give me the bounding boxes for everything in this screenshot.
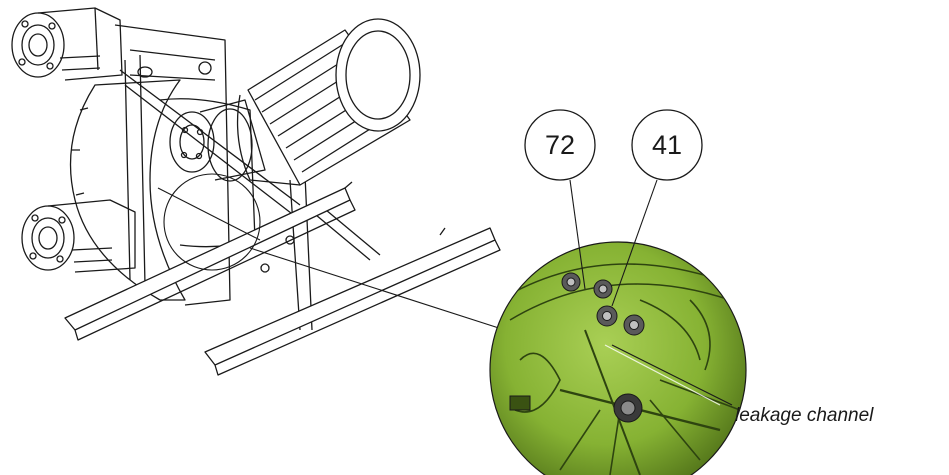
balloon-41: 41	[631, 109, 703, 181]
lower-port-flange	[21, 199, 136, 273]
bolt-group	[509, 272, 645, 423]
balloon-72-number: 72	[545, 130, 575, 160]
drive-coupling	[169, 99, 266, 182]
detail-callout-lines	[157, 173, 506, 331]
pump-assembly	[11, 7, 501, 376]
base-rails	[64, 181, 501, 376]
detail-view	[489, 241, 747, 475]
upper-port-flange	[11, 7, 123, 81]
leader-72	[569, 179, 586, 290]
leader-leakage-channel	[611, 344, 733, 406]
motor	[236, 18, 421, 186]
leakage-channel-label: leakage channel	[735, 405, 874, 426]
leader-lines	[569, 179, 733, 406]
balloon-72: 72	[524, 109, 596, 181]
balloon-41-number: 41	[652, 130, 682, 160]
leader-41	[611, 179, 658, 307]
pump-housing	[69, 24, 295, 306]
